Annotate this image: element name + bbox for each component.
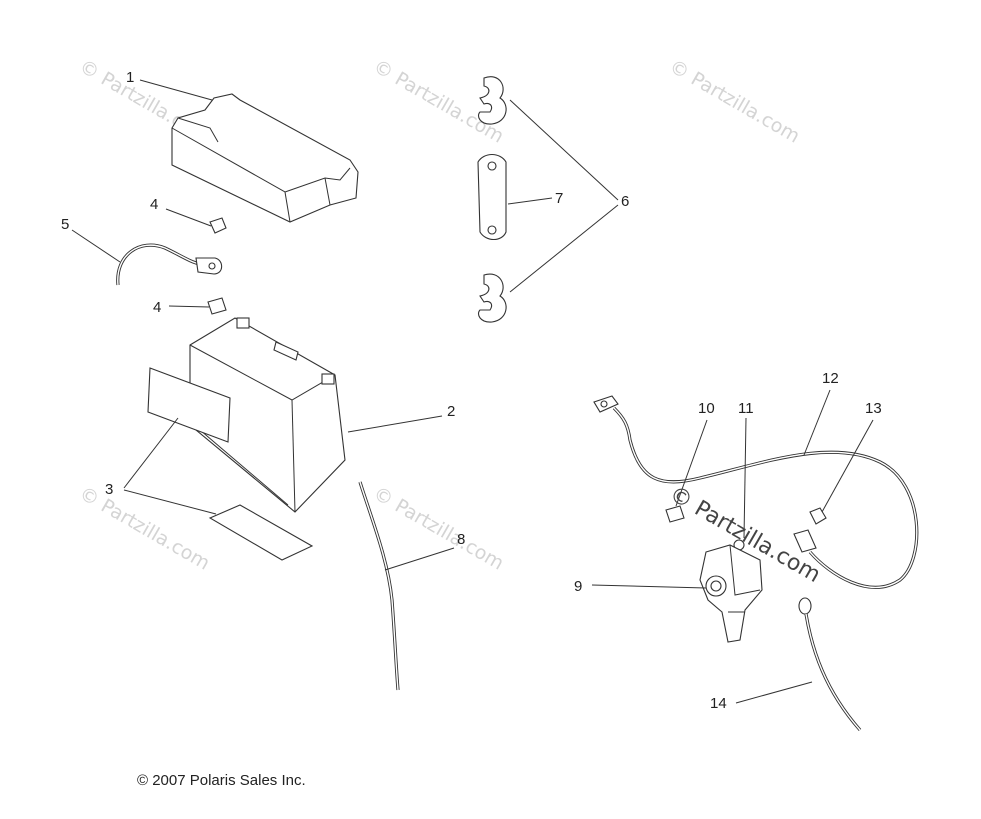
callout-7: 7 bbox=[555, 190, 563, 207]
battery-cover-part bbox=[171, 93, 359, 223]
callout-5: 5 bbox=[61, 216, 69, 233]
nut-part bbox=[809, 507, 827, 525]
callout-4: 4 bbox=[150, 196, 158, 213]
callout-2: 2 bbox=[447, 403, 455, 420]
copyright-notice: © 2007 Polaris Sales Inc. bbox=[137, 772, 306, 789]
battery-cable-short-part bbox=[116, 243, 223, 286]
callout-8: 8 bbox=[457, 531, 465, 548]
callout-9: 9 bbox=[574, 578, 582, 595]
leader-lines bbox=[71, 79, 874, 704]
strap-clip-part bbox=[477, 76, 507, 323]
watermark: © Partzilla.com bbox=[76, 482, 214, 574]
callout-10: 10 bbox=[698, 400, 715, 417]
callout-labels: 1 4 5 4 6 7 2 3 8 9 10 11 12 13 14 bbox=[61, 69, 882, 712]
callout-14: 14 bbox=[710, 695, 727, 712]
screw-part bbox=[665, 505, 685, 523]
harness-cable-part bbox=[593, 395, 919, 589]
callout-13: 13 bbox=[865, 400, 882, 417]
callout-6: 6 bbox=[621, 193, 629, 210]
watermark: © Partzilla.com bbox=[666, 55, 804, 147]
callout-3: 3 bbox=[105, 481, 113, 498]
callout-4: 4 bbox=[153, 299, 161, 316]
watermark: © Partzilla.com bbox=[370, 482, 508, 574]
battery-strap-part bbox=[477, 153, 507, 241]
callout-1: 1 bbox=[126, 69, 134, 86]
terminal-nut-part bbox=[207, 217, 227, 315]
callout-12: 12 bbox=[822, 370, 839, 387]
ground-cable-part bbox=[798, 597, 862, 732]
solenoid-part bbox=[699, 544, 763, 643]
battery-label-part bbox=[147, 367, 314, 561]
battery-part bbox=[189, 317, 346, 513]
callout-11: 11 bbox=[738, 400, 754, 417]
battery-cable-long-part bbox=[358, 481, 400, 691]
